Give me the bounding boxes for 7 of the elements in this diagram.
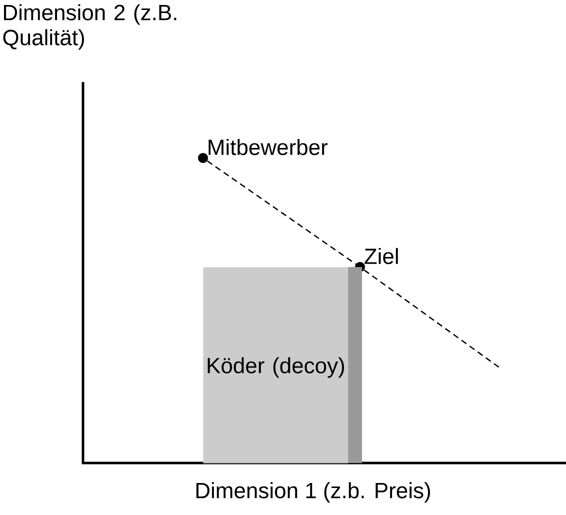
node-label: Mitbewerber [208,138,328,156]
axis-label: Dimension 2 (z.B. Qualität) [3,4,176,50]
node-label: Ziel [364,248,398,264]
decoy-box: Köder (decoy) [203,267,362,464]
dashed-line [364,270,500,369]
dashed-line [206,160,356,265]
data-point: Mitbewerber [198,138,328,163]
